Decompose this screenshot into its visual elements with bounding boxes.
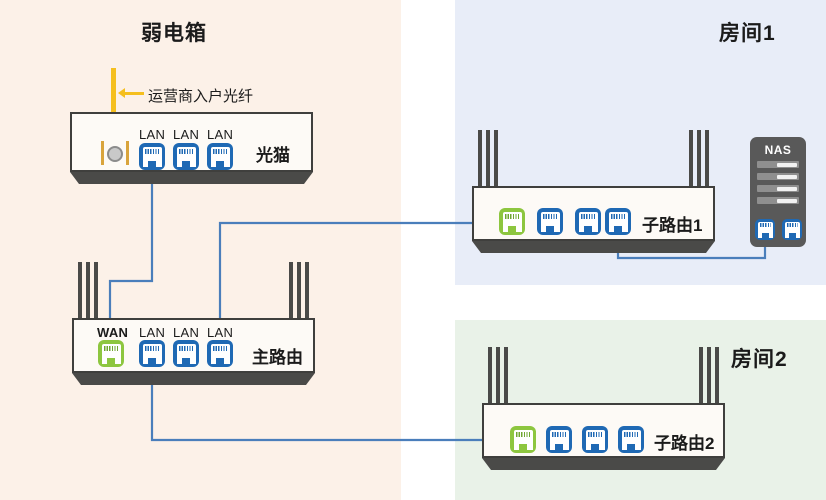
zone-title-room-2: 房间2: [731, 348, 788, 371]
fiber-label: 运营商入户光纤: [148, 88, 254, 105]
zone-title-room-1: 房间1: [719, 22, 776, 45]
modem-port-label-lan-2: LAN: [173, 127, 200, 142]
main-router-port-label-lan-1: LAN: [139, 325, 166, 340]
main-router-port-lan-2[interactable]: [173, 340, 199, 367]
main-router-port-label-wan: WAN: [97, 325, 129, 340]
nas-port-lan-1[interactable]: [755, 219, 775, 240]
nas-drive-bay: [757, 173, 799, 180]
modem-fiber-port[interactable]: [101, 141, 129, 165]
modem-port-label-lan-1: LAN: [139, 127, 166, 142]
nas-drive-bay: [757, 197, 799, 204]
main-router-port-label-lan-2: LAN: [173, 325, 200, 340]
nas-drive-bay: [757, 161, 799, 168]
sub-router-1-port-lan-2[interactable]: [575, 208, 601, 235]
fiber-cable: [111, 68, 116, 152]
main-router-base: [72, 373, 315, 385]
modem-port-lan-3[interactable]: [207, 143, 233, 170]
sub-router-1-name-label: 子路由1: [642, 216, 703, 235]
modem-base: [70, 172, 313, 184]
sub-router-2-port-lan-3[interactable]: [618, 426, 644, 453]
sub-router-2-port-lan-2[interactable]: [582, 426, 608, 453]
sub-router-1-port-lan-3[interactable]: [605, 208, 631, 235]
sub-router-1-port-lan-1[interactable]: [537, 208, 563, 235]
nas-title-label: NAS: [764, 143, 792, 157]
main-router-port-lan-1[interactable]: [139, 340, 165, 367]
main-router-name-label: 主路由: [252, 348, 303, 367]
sub-router-1-port-wan[interactable]: [499, 208, 525, 235]
modem-port-lan-1[interactable]: [139, 143, 165, 170]
main-router-port-label-lan-3: LAN: [207, 325, 234, 340]
fiber-arrow-icon: [118, 88, 144, 99]
zone-weak-current-cabinet: [0, 0, 401, 500]
sub-router-2-port-lan-1[interactable]: [546, 426, 572, 453]
nas-port-lan-2[interactable]: [782, 219, 802, 240]
modem-port-label-lan-3: LAN: [207, 127, 234, 142]
nas-drive-bay: [757, 185, 799, 192]
zone-title-cabinet: 弱电箱: [141, 22, 207, 45]
sub-router-2-base: [482, 458, 725, 470]
modem-port-lan-2[interactable]: [173, 143, 199, 170]
modem-name-label: 光猫: [256, 146, 290, 165]
main-router-port-wan[interactable]: [98, 340, 124, 367]
sub-router-2-port-wan[interactable]: [510, 426, 536, 453]
sub-router-2-name-label: 子路由2: [654, 434, 715, 453]
sub-router-1-base: [472, 241, 715, 253]
main-router-port-lan-3[interactable]: [207, 340, 233, 367]
